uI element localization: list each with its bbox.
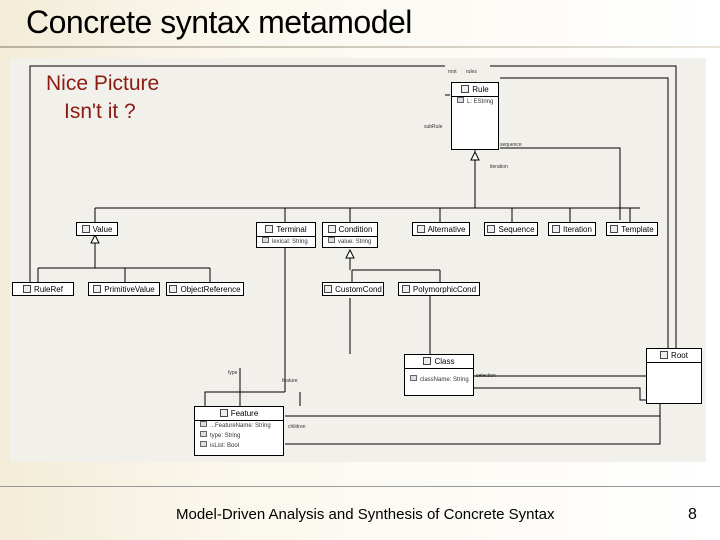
class-name: CustomCond [335, 285, 382, 294]
uml-class-condition: Condition value: String [322, 222, 378, 248]
label-rule-seq: sequence [500, 142, 522, 148]
attribute-text: lexical: String [272, 239, 308, 245]
class-icon [461, 85, 470, 93]
caption-line-1: Nice Picture [46, 72, 160, 95]
attribute-icon [410, 375, 417, 381]
class-icon [660, 351, 669, 359]
class-name: ObjectReference [180, 285, 241, 294]
class-name: Feature [230, 409, 259, 418]
class-icon [93, 285, 102, 293]
label-feature-children: children [288, 424, 306, 430]
uml-attribute: isList: Bool [195, 441, 283, 451]
class-name: RuleRef [34, 285, 63, 294]
title-divider [0, 46, 720, 48]
uml-attribute: className: String [405, 375, 473, 385]
uml-class-rule: Rule L: EString [451, 82, 499, 150]
class-name: Condition [338, 225, 373, 234]
uml-class-iteration: Iteration [548, 222, 596, 236]
class-icon [423, 357, 432, 365]
uml-class-alternative: Alternative [412, 222, 470, 236]
class-icon [81, 225, 90, 233]
attribute-icon [328, 237, 335, 243]
caption-line-2: Isn't it ? [64, 100, 136, 123]
uml-attribute: L: EString [452, 97, 498, 107]
class-icon [324, 285, 333, 293]
class-icon [610, 225, 619, 233]
uml-class-primitivevalue: PrimitiveValue [88, 282, 160, 296]
class-icon [401, 285, 410, 293]
uml-class-customcond: CustomCond [322, 282, 384, 296]
class-name: Value [92, 225, 113, 234]
uml-class-ruleref: RuleRef [12, 282, 74, 296]
footer-divider [0, 486, 720, 487]
class-name: Sequence [498, 225, 535, 234]
diagram-panel [10, 58, 706, 462]
class-name: Rule [472, 85, 489, 94]
attribute-icon [262, 237, 269, 243]
class-name: Root [671, 351, 688, 360]
label-rule-rules: rules [466, 69, 477, 75]
uml-attribute: lexical: String [257, 237, 315, 247]
label-rule-iter: iteration [490, 164, 508, 170]
class-icon [327, 225, 336, 233]
class-icon [552, 225, 561, 233]
uml-class-objectreference: ObjectReference [166, 282, 244, 296]
uml-attribute: type: String [195, 431, 283, 441]
attribute-text: isList: Bool [210, 443, 240, 449]
attribute-icon [200, 421, 207, 427]
label-rule-sub: subRule [424, 124, 443, 130]
label-feature-feature: feature [282, 378, 298, 384]
uml-class-polymorphiccond: PolymorphicCond [398, 282, 480, 296]
label-feature-type: type [228, 370, 238, 376]
class-icon [219, 409, 228, 417]
class-icon [416, 225, 425, 233]
class-name: Iteration [563, 225, 592, 234]
uml-attribute: value: String [323, 237, 377, 247]
attribute-icon [457, 97, 464, 103]
label-rule-root: root [448, 69, 457, 75]
class-icon [487, 225, 496, 233]
class-name: PolymorphicCond [412, 285, 477, 294]
attribute-icon [200, 441, 207, 447]
attribute-text: L: EString [467, 99, 494, 105]
footer-text: Model-Driven Analysis and Synthesis of C… [176, 506, 555, 523]
class-name: Class [434, 357, 455, 366]
slide-title: Concrete syntax metamodel [26, 4, 412, 40]
class-name: PrimitiveValue [104, 285, 155, 294]
uml-class-value: Value [76, 222, 118, 236]
uml-class-class: Class className: String [404, 354, 474, 396]
uml-class-terminal: Terminal lexical: String [256, 222, 316, 248]
uml-attribute: ...FeatureName: String [195, 421, 283, 431]
label-class-selection: selection [476, 373, 496, 379]
uml-class-feature: Feature ...FeatureName: String type: Str… [194, 406, 284, 456]
class-name: Alternative [427, 225, 466, 234]
attribute-icon [200, 431, 207, 437]
uml-class-sequence: Sequence [484, 222, 538, 236]
class-name: Template [621, 225, 654, 234]
uml-class-template: Template [606, 222, 658, 236]
page-number: 8 [688, 506, 697, 523]
uml-class-root: Root [646, 348, 702, 404]
attribute-text: value: String [338, 239, 372, 245]
class-icon [169, 285, 178, 293]
class-icon [23, 285, 32, 293]
class-icon [265, 225, 274, 233]
attribute-text: type: String [210, 433, 241, 439]
attribute-text: ...FeatureName: String [210, 423, 271, 429]
attribute-text: className: String [420, 377, 469, 383]
class-name: Terminal [276, 225, 307, 234]
